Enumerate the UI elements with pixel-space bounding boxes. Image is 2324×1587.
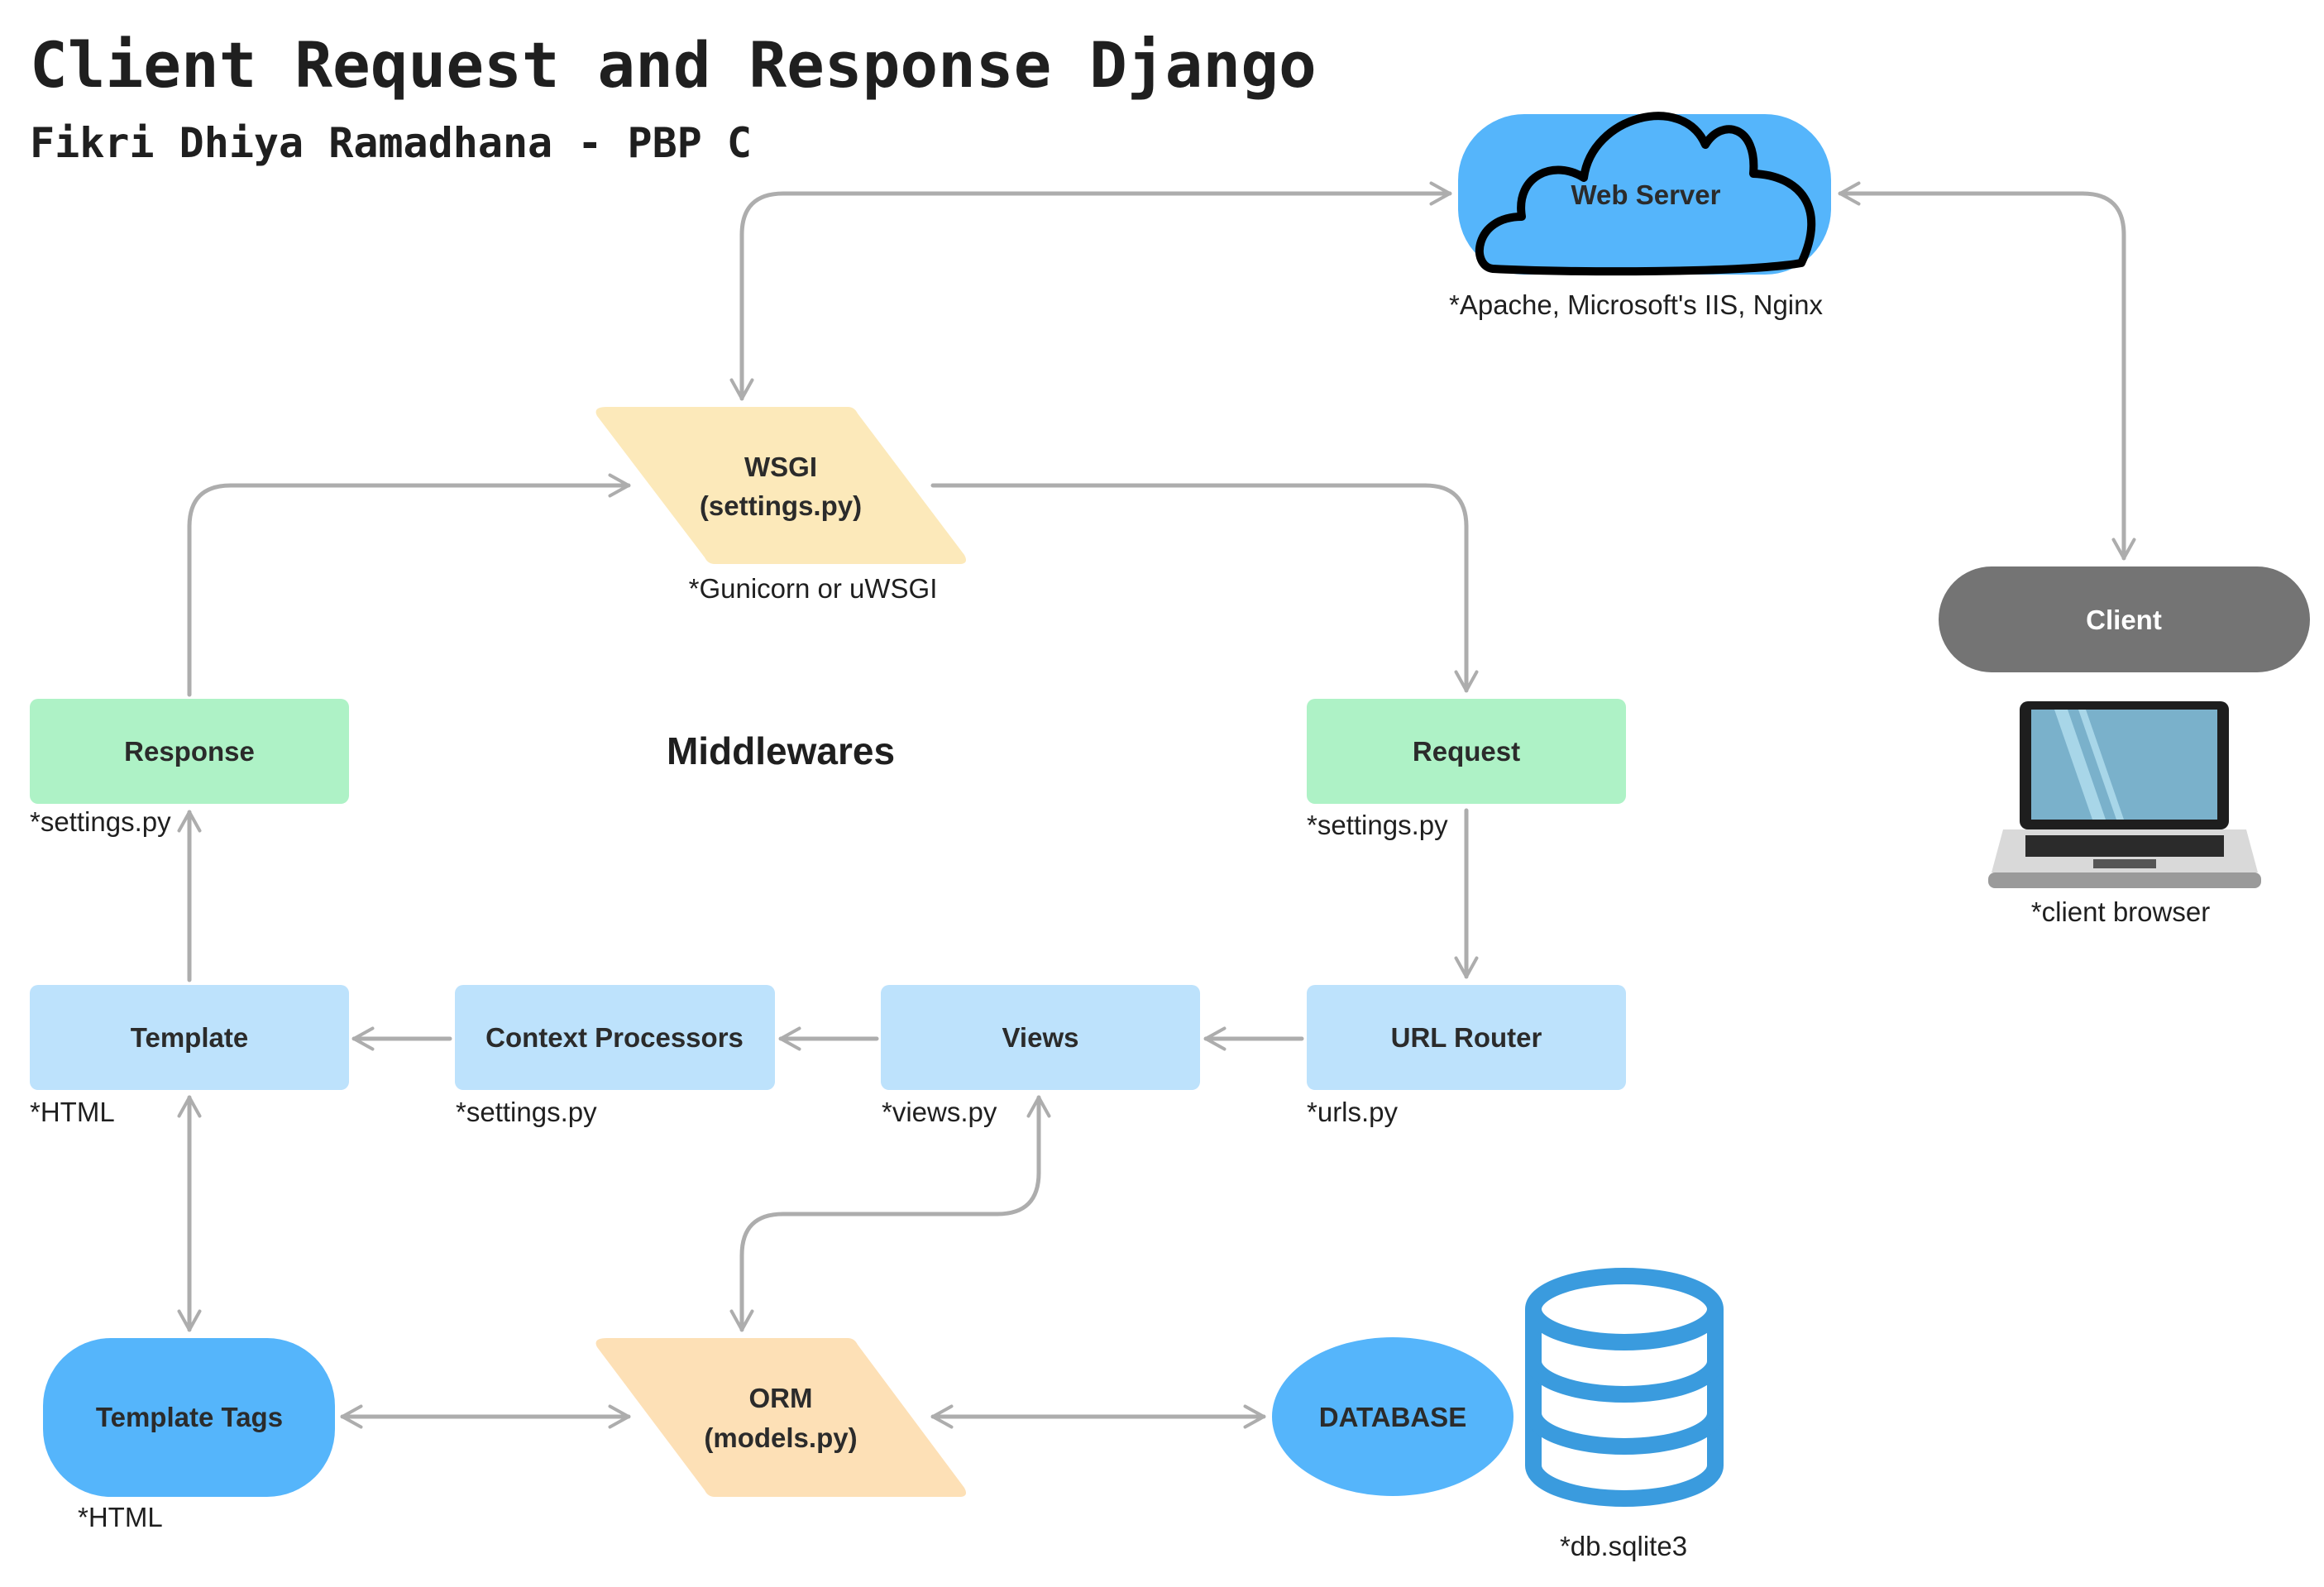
connectors — [177, 181, 2136, 1429]
request-label: Request — [1413, 736, 1520, 767]
middlewares-label: Middlewares — [667, 729, 895, 772]
url-router-node: URL Router — [1307, 985, 1626, 1090]
database-note: *db.sqlite3 — [1560, 1531, 1687, 1561]
database-icon — [1525, 1268, 1724, 1507]
response-note: *settings.py — [30, 806, 171, 837]
web-server-node: Web Server — [1458, 112, 1831, 276]
client-label: Client — [2086, 605, 2162, 635]
context-processors-note: *settings.py — [456, 1097, 597, 1127]
orm-sublabel: (models.py) — [704, 1422, 857, 1453]
client-note: *client browser — [2031, 896, 2210, 927]
context-processors-node: Context Processors — [455, 985, 775, 1090]
diagram-subtitle: Fikri Dhiya Ramadhana - PBP C — [30, 119, 752, 167]
laptop-icon — [1988, 701, 2261, 888]
client-node: Client — [1939, 566, 2310, 672]
wsgi-node: WSGI (settings.py) — [595, 407, 966, 564]
connector-webserver-client — [1838, 181, 2136, 561]
orm-node: ORM (models.py) — [595, 1338, 966, 1497]
url-router-label: URL Router — [1391, 1022, 1542, 1053]
connector-response-wsgi — [187, 473, 631, 697]
wsgi-sublabel: (settings.py) — [700, 490, 862, 521]
database-label: DATABASE — [1319, 1402, 1466, 1432]
template-tags-note: *HTML — [78, 1502, 163, 1532]
views-label: Views — [1002, 1022, 1079, 1053]
context-processors-label: Context Processors — [485, 1022, 744, 1053]
cloud-icon — [1475, 112, 1816, 276]
connector-views-orm — [729, 1095, 1051, 1332]
diagram-title: Client Request and Response Django — [30, 28, 1317, 102]
wsgi-note: *Gunicorn or uWSGI — [689, 573, 938, 604]
connector-wsgi-request — [930, 483, 1479, 693]
wsgi-label: WSGI — [744, 452, 817, 482]
template-label: Template — [131, 1022, 248, 1053]
request-node: Request — [1307, 699, 1626, 804]
response-label: Response — [124, 736, 255, 767]
views-note: *views.py — [882, 1097, 997, 1127]
connector-wsgi-webserver — [729, 181, 1452, 401]
template-node: Template — [30, 985, 349, 1090]
database-node: DATABASE — [1272, 1337, 1513, 1496]
request-note: *settings.py — [1307, 810, 1448, 840]
template-tags-label: Template Tags — [96, 1402, 283, 1432]
template-tags-node: Template Tags — [43, 1338, 335, 1497]
response-node: Response — [30, 699, 349, 804]
web-server-label: Web Server — [1571, 179, 1721, 210]
template-note: *HTML — [30, 1097, 115, 1127]
web-server-note: *Apache, Microsoft's IIS, Nginx — [1449, 289, 1823, 320]
views-node: Views — [881, 985, 1200, 1090]
orm-label: ORM — [749, 1383, 813, 1413]
url-router-note: *urls.py — [1307, 1097, 1399, 1127]
